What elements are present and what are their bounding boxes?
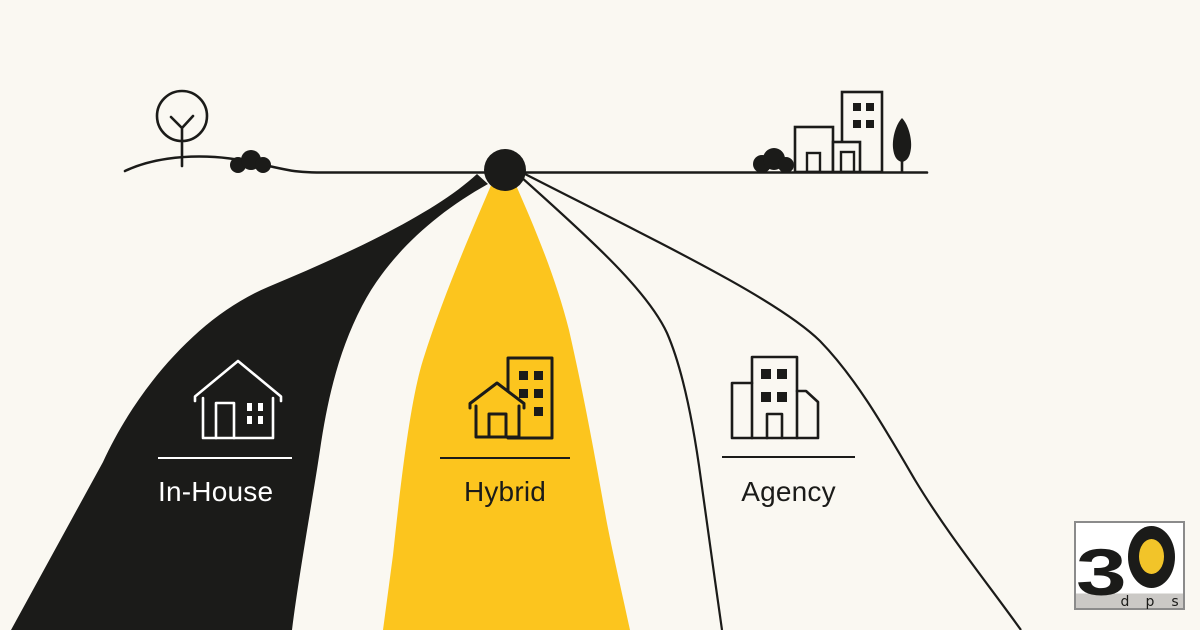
cypress-icon: [892, 118, 912, 172]
in-house-road: [11, 174, 488, 630]
logo-digit-3: 3: [1076, 535, 1127, 609]
bush-icon: [230, 150, 271, 173]
bush-icon: [753, 148, 794, 173]
office-building-icon: [730, 355, 820, 440]
logo-letter-d: d: [1121, 594, 1130, 610]
in-house-divider: [158, 457, 292, 459]
logo-zero-inner: [1139, 539, 1164, 574]
tree-icon: [155, 89, 209, 168]
house-and-office-icon: [468, 356, 554, 440]
agency-road: [520, 172, 1022, 630]
logo-30dps: 3 d p s: [1074, 521, 1185, 610]
logo-strip: [1076, 593, 1183, 608]
path-label-agency: Agency: [741, 476, 836, 507]
hybrid-divider: [440, 457, 570, 459]
logo-letter-s: s: [1171, 594, 1178, 610]
logo-letter-p: p: [1146, 594, 1155, 610]
buildings-icon: [753, 90, 912, 174]
junction-dot: [484, 149, 526, 191]
path-label-in-house: In-House: [158, 476, 274, 507]
path-label-hybrid: Hybrid: [463, 476, 547, 507]
agency-divider: [722, 456, 855, 458]
house-icon: [193, 359, 283, 440]
